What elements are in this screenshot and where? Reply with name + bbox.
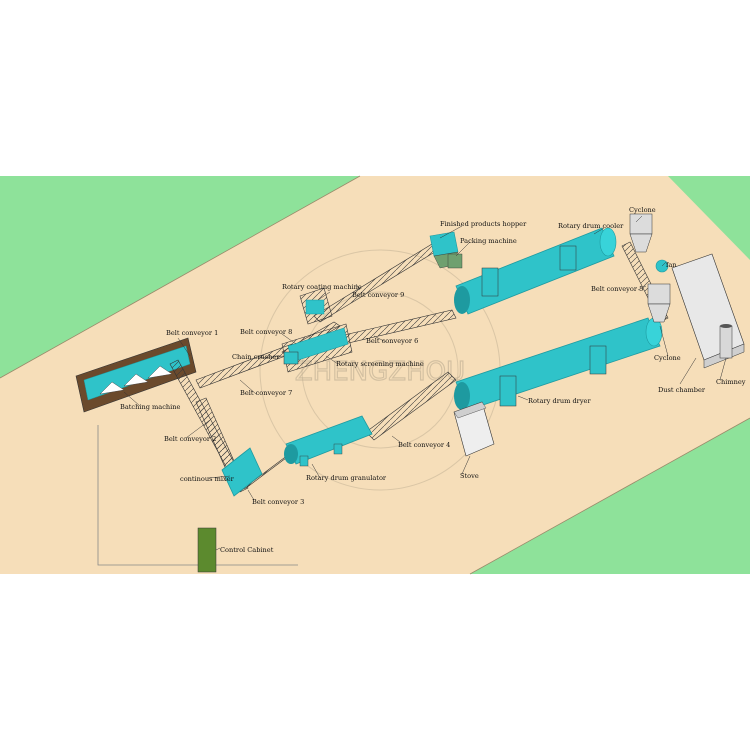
batching-machine [75, 337, 197, 413]
label-stove: Stove [460, 472, 479, 480]
label-cyclone-bottom: Cyclone [654, 354, 681, 362]
cyclone-bottom [647, 283, 671, 323]
rotary-drum-cooler [454, 227, 617, 315]
stove [453, 401, 495, 457]
label-belt-conveyor-7: Belt conveyor 7 [240, 389, 292, 397]
label-chain-crusher: Chain crusher [232, 353, 280, 361]
label-belt-conveyor-2: Belt conveyor 2 [164, 435, 216, 443]
label-belt-conveyor-8: Belt conveyor 8 [240, 328, 292, 336]
label-rotary-coating-machine: Rotary coating machine [282, 283, 362, 291]
label-chimney: Chimney [716, 378, 746, 386]
packing-machine [447, 253, 463, 269]
label-dust-chamber: Dust chamber [658, 386, 706, 394]
control-cabinet [197, 527, 217, 573]
label-belt-conveyor-1: Belt conveyor 1 [166, 329, 218, 337]
label-belt-conveyor-4: Belt conveyor 4 [398, 441, 450, 449]
label-rotary-drum-dryer: Rotary drum dryer [528, 397, 591, 405]
label-finished-products-hopper: Finished products hopper [440, 220, 527, 228]
grass-area-right [668, 176, 750, 260]
continuous-mixer [221, 447, 263, 497]
label-batching-machine: Batching machine [120, 403, 181, 411]
boundary-line [97, 425, 298, 566]
label-rotary-drum-cooler: Rotary drum cooler [558, 222, 624, 230]
rotary-drum-granulator [284, 415, 373, 467]
rotary-drum-dryer [454, 317, 663, 411]
label-continous-mixer: continous mixer [180, 475, 235, 483]
labels: Finished products hopper Packing machine… [120, 206, 746, 554]
floor-edge [469, 417, 750, 575]
label-belt-conveyor-5: Belt conveyor 5 [591, 285, 643, 293]
chain-crusher [283, 351, 299, 365]
label-belt-conveyor-3: Belt conveyor 3 [252, 498, 304, 506]
label-cyclone-top: Cyclone [629, 206, 656, 214]
label-belt-conveyor-6: Belt conveyor 6 [366, 337, 418, 345]
label-rotary-drum-granulator: Rotary drum granulator [306, 474, 387, 482]
label-packing-machine: Packing machine [460, 237, 517, 245]
label-fan: fan [666, 261, 677, 269]
label-rotary-screening-machine: Rotary screening machine [336, 360, 424, 368]
label-belt-conveyor-9: Belt conveyor 9 [352, 291, 404, 299]
chimney [719, 324, 733, 359]
rotary-coating-machine [299, 287, 333, 325]
finished-products-hopper [429, 231, 459, 269]
leader-lines [123, 215, 727, 551]
floor-edge [0, 175, 361, 379]
belt-conveyor-4 [365, 371, 457, 441]
cyclone-top [629, 213, 653, 253]
label-control-cabinet: Control Cabinet [220, 546, 274, 554]
